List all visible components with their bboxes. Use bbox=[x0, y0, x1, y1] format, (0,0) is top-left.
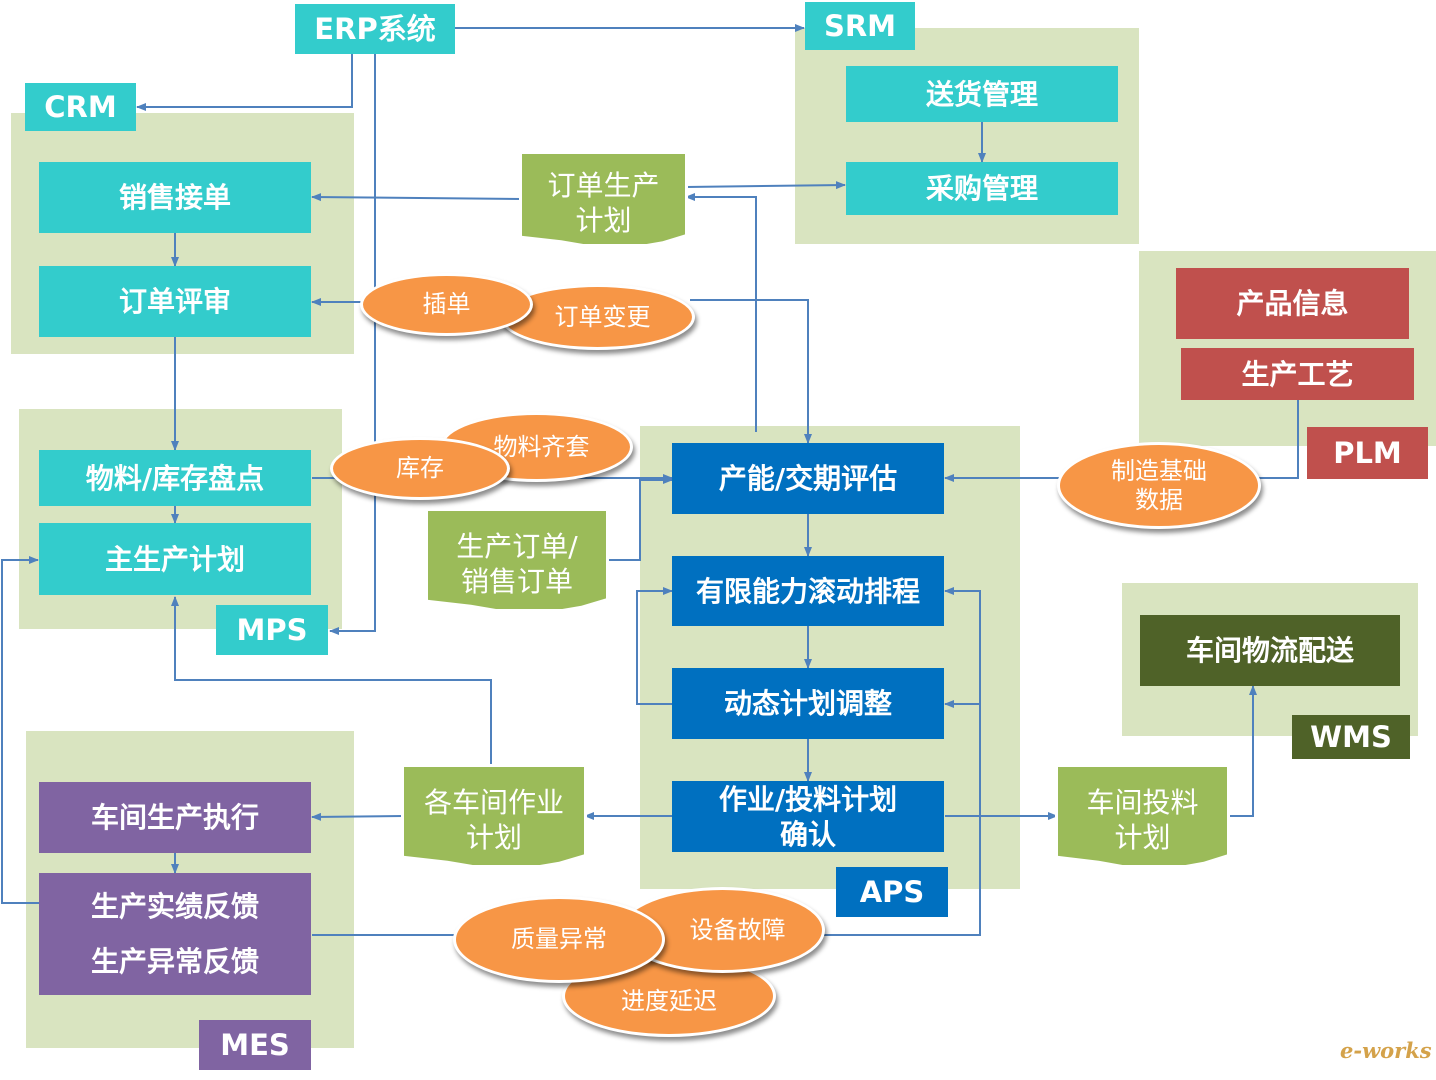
quality-oval: 质量异常 bbox=[453, 896, 665, 983]
workshop-feed-line1: 车间投料 bbox=[1086, 786, 1199, 819]
capacity-eval-box: 产能/交期评估 bbox=[672, 443, 944, 514]
order-plan-line2: 计划 bbox=[575, 204, 632, 237]
mfg-base-line2: 数据 bbox=[1135, 485, 1183, 514]
inventory-oval: 库存 bbox=[330, 437, 510, 500]
arrow-capacity-plan bbox=[685, 193, 757, 432]
crm-tag: CRM bbox=[25, 83, 136, 131]
prod-sales-order-line2: 销售订单 bbox=[460, 565, 573, 598]
feedback-actual: 生产实绩反馈 bbox=[90, 890, 259, 923]
feedback-abnormal: 生产异常反馈 bbox=[90, 945, 259, 978]
feedback-box: 生产实绩反馈 生产异常反馈 bbox=[39, 873, 311, 995]
logistics-box: 车间物流配送 bbox=[1140, 615, 1400, 686]
erp-label: ERP系统 bbox=[295, 4, 455, 54]
mps-tag: MPS bbox=[216, 605, 328, 655]
arrow-change-capacity bbox=[690, 299, 812, 444]
finite-scheduling-box: 有限能力滚动排程 bbox=[672, 556, 944, 626]
order-plan-doc: 订单生产 计划 bbox=[519, 151, 688, 247]
process-box: 生产工艺 bbox=[1181, 348, 1414, 400]
work-confirm-line1: 作业/投料计划 bbox=[718, 782, 898, 816]
workshop-op-doc: 各车间作业 计划 bbox=[401, 764, 587, 868]
workshop-op-line2: 计划 bbox=[465, 821, 522, 854]
workshop-feed-line2: 计划 bbox=[1114, 821, 1171, 854]
mes-tag: MES bbox=[199, 1020, 311, 1070]
order-review-box: 订单评审 bbox=[39, 266, 311, 337]
prod-sales-order-doc: 生产订单/ 销售订单 bbox=[425, 508, 609, 612]
order-change-oval: 订单变更 bbox=[500, 284, 695, 350]
purchase-mgmt-box: 采购管理 bbox=[846, 162, 1118, 215]
mps-panel bbox=[19, 409, 342, 629]
srm-tag: SRM bbox=[805, 2, 915, 50]
insert-order-oval: 插单 bbox=[360, 273, 533, 336]
mfg-base-data-oval: 制造基础 数据 bbox=[1057, 442, 1261, 529]
work-confirm-line2: 确认 bbox=[779, 817, 836, 851]
delivery-mgmt-box: 送货管理 bbox=[846, 66, 1118, 122]
eworks-logo: e-works bbox=[1340, 1038, 1432, 1063]
workshop-feed-doc: 车间投料 计划 bbox=[1055, 764, 1230, 868]
dynamic-adjust-box: 动态计划调整 bbox=[672, 668, 944, 739]
sales-order-box: 销售接单 bbox=[39, 162, 311, 233]
material-inventory-box: 物料/库存盘点 bbox=[39, 450, 311, 506]
plm-tag: PLM bbox=[1307, 427, 1428, 479]
arrow-erp-crm bbox=[136, 54, 353, 111]
work-confirm-box: 作业/投料计划 确认 bbox=[672, 781, 944, 852]
aps-tag: APS bbox=[836, 867, 948, 917]
mfg-base-line1: 制造基础 bbox=[1111, 456, 1207, 485]
order-plan-line1: 订单生产 bbox=[547, 169, 660, 202]
workshop-op-line1: 各车间作业 bbox=[423, 786, 564, 819]
prod-sales-order-line1: 生产订单/ bbox=[456, 530, 578, 563]
wms-tag: WMS bbox=[1292, 715, 1410, 759]
master-plan-box: 主生产计划 bbox=[39, 523, 311, 595]
execution-box: 车间生产执行 bbox=[39, 782, 311, 853]
product-info-box: 产品信息 bbox=[1176, 268, 1409, 339]
